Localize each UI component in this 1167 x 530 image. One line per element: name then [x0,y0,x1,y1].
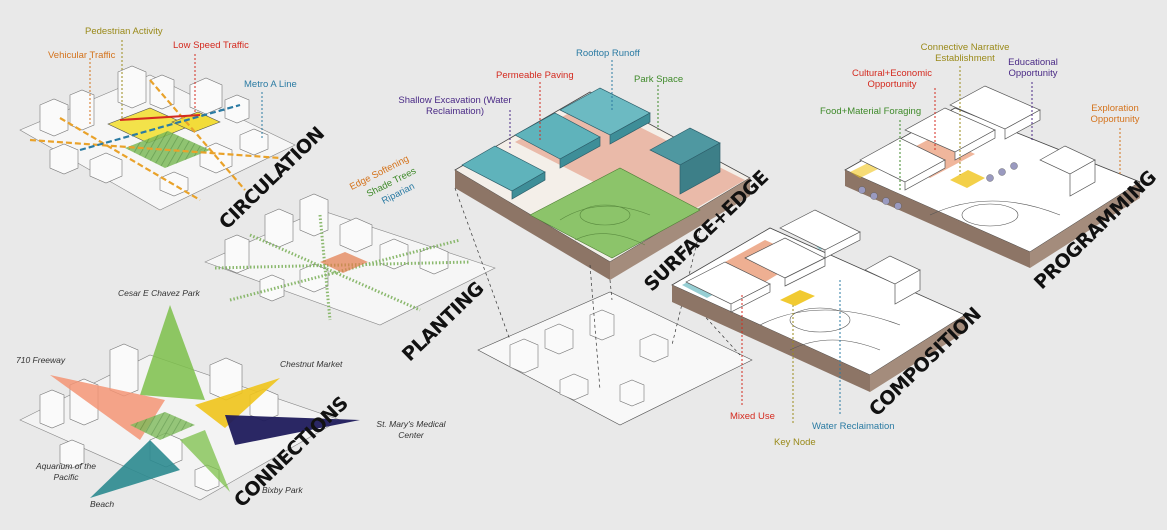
label-pedestrian-activity: Pedestrian Activity [85,26,163,37]
label-710-freeway: 710 Freeway [16,355,66,365]
label-shallow-excavation: Shallow Excavation (Water Reclaimation) [398,95,512,117]
label-metro-a-line: Metro A Line [244,79,297,90]
base-plan [454,187,753,426]
label-key-node: Key Node [774,437,816,448]
label-rooftop-runoff: Rooftop Runoff [576,48,640,59]
connections-map [19,305,360,501]
label-beach: Beach [90,499,115,509]
label-cultural-economic: Cultural+Economic Opportunity [852,68,932,90]
composition-block [671,209,966,425]
label-park-space: Park Space [634,74,684,85]
label-exploration-opportunity: Exploration Opportunity [1090,103,1140,125]
label-food-material-foraging: Food+Material Foraging [820,106,922,117]
surface-edge-block [454,60,751,280]
label-connective-narrative: Connective Narrative Establishment [920,42,1010,64]
planting-map [204,193,496,326]
label-chestnut-market: Chestnut Market [280,359,343,369]
circulation-map [19,40,296,211]
label-st-marys-medical-center: St. Mary's Medical Center [376,419,446,440]
label-aquarium-of-the-pacific: Aquarium of the Pacific [35,461,96,482]
label-mixed-use: Mixed Use [730,411,775,422]
programming-block [844,66,1141,268]
label-low-speed-traffic: Low Speed Traffic [173,40,249,51]
label-permeable-paving: Permeable Paving [496,70,574,81]
label-water-reclaimation: Water Reclaimation [812,421,895,432]
label-vehicular-traffic: Vehicular Traffic [48,50,116,61]
label-bixby-park: Bixby Park [262,485,303,495]
label-educational-opportunity: Educational Opportunity [1008,57,1058,79]
label-cesar-chavez-park: Cesar E Chavez Park [118,288,200,298]
